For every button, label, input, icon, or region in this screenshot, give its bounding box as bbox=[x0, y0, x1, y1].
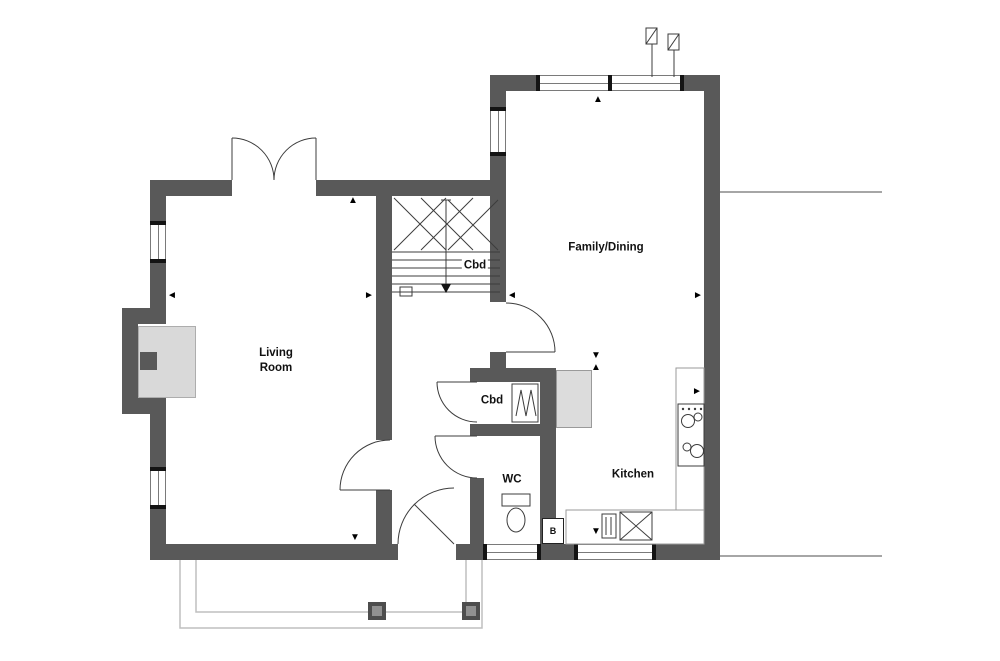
room-label-family-dining: Family/Dining bbox=[568, 241, 644, 254]
room-label-wc: WC bbox=[502, 473, 522, 486]
wall-segment bbox=[376, 490, 392, 544]
wall-segment bbox=[150, 180, 232, 196]
wall-segment bbox=[150, 508, 166, 544]
wall-segment bbox=[470, 368, 556, 382]
porch-post bbox=[368, 602, 386, 620]
wall-segment bbox=[540, 544, 575, 560]
fireplace-insert bbox=[140, 352, 157, 370]
party-wall-lines bbox=[720, 191, 882, 557]
door-cupboard bbox=[436, 381, 478, 423]
hob-symbol bbox=[677, 403, 705, 467]
window-wc bbox=[483, 544, 541, 560]
window-family-side bbox=[490, 107, 506, 156]
wall-segment bbox=[704, 75, 720, 560]
sink-symbol bbox=[601, 511, 653, 541]
room-label-cbd-understairs: Cbd bbox=[461, 258, 489, 274]
wall-segment bbox=[470, 478, 484, 544]
chimney-wall bbox=[122, 308, 138, 414]
dim-marker-right-icon: ► bbox=[693, 290, 703, 301]
room-label-cbd-hall: Cbd bbox=[480, 394, 504, 407]
wall-segment bbox=[150, 262, 166, 308]
wall-segment bbox=[316, 180, 506, 196]
flue-icon bbox=[645, 27, 658, 77]
boiler-label: B bbox=[549, 526, 557, 536]
door-living-room bbox=[339, 439, 391, 491]
flue-icon bbox=[667, 33, 680, 77]
window-family-top bbox=[536, 75, 684, 91]
worktop bbox=[565, 367, 705, 545]
wall-segment bbox=[376, 196, 392, 440]
dim-marker-down-icon: ▼ bbox=[350, 532, 360, 543]
wall-segment bbox=[150, 180, 166, 222]
room-label-kitchen: Kitchen bbox=[611, 468, 655, 481]
dim-marker-up-icon: ▲ bbox=[591, 362, 601, 373]
dim-marker-up-icon: ▲ bbox=[348, 195, 358, 206]
dim-marker-right-icon: ► bbox=[364, 290, 374, 301]
boiler-unit: B bbox=[542, 518, 564, 544]
porch-outline bbox=[179, 560, 483, 629]
dim-marker-down-icon: ▼ bbox=[591, 350, 601, 361]
wall-segment bbox=[540, 368, 556, 544]
window-living-lower bbox=[150, 467, 166, 509]
porch-post bbox=[462, 602, 480, 620]
dim-marker-up-icon: ▲ bbox=[593, 94, 603, 105]
washer-symbol bbox=[511, 383, 539, 423]
door-front bbox=[397, 487, 455, 545]
french-doors-symbol bbox=[231, 137, 317, 181]
wall-segment bbox=[150, 544, 398, 560]
wall-segment bbox=[490, 155, 506, 200]
wall-segment bbox=[150, 412, 166, 468]
wall-segment bbox=[655, 544, 720, 560]
toilet-symbol bbox=[501, 493, 531, 533]
utility-void bbox=[556, 370, 592, 428]
wall-segment bbox=[456, 544, 484, 560]
room-label-living: Living Room bbox=[259, 347, 293, 374]
dim-marker-left-icon: ◄ bbox=[507, 290, 517, 301]
wall-segment bbox=[490, 75, 537, 91]
door-wc bbox=[434, 435, 478, 479]
door-family-dining bbox=[505, 302, 556, 353]
dim-marker-down-icon: ▼ bbox=[591, 526, 601, 537]
window-living-upper bbox=[150, 221, 166, 263]
stairs bbox=[392, 197, 500, 297]
dim-marker-left-icon: ◄ bbox=[167, 290, 177, 301]
wall-segment bbox=[470, 424, 556, 436]
dim-marker-right-icon: ► bbox=[692, 386, 702, 397]
